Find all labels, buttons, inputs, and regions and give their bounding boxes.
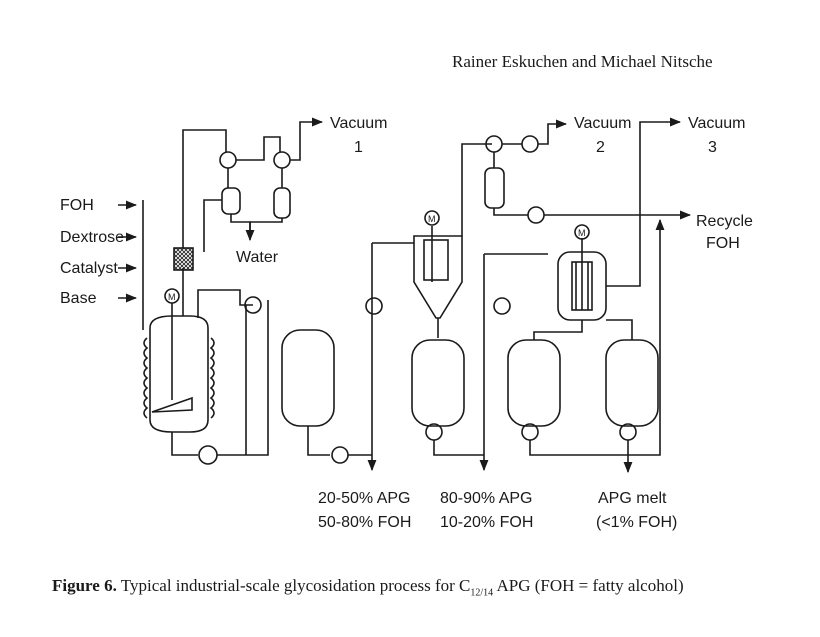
process-flow-diagram: FOH Dextrose Catalyst Base Vacuum 1 Vacu… [60, 115, 753, 531]
pump-1 [198, 445, 218, 465]
storage-tank-1 [281, 329, 335, 427]
running-header-authors: Rainer Eskuchen and Michael Nitsche [452, 52, 713, 71]
input-label-base: Base [60, 290, 97, 307]
water-label: Water [236, 249, 279, 266]
product-3-line1: APG melt [598, 490, 667, 507]
product-2-line2: 10-20% FOH [440, 514, 533, 531]
input-label-catalyst: Catalyst [60, 260, 118, 277]
product-2-line1: 80-90% APG [440, 490, 533, 507]
pump-3 [527, 206, 545, 224]
vacuum-line-2 [538, 119, 568, 145]
heat-exchanger-2 [365, 297, 383, 315]
product-1-line2: 50-80% FOH [318, 514, 411, 531]
recycle-label: Recycle [696, 213, 753, 230]
vacuum-label-3: Vacuum [688, 115, 746, 132]
vacuum-label-1: Vacuum [330, 115, 388, 132]
recycle-foh-label: FOH [706, 235, 740, 252]
figure-caption: Figure 6. Typical industrial-scale glyco… [52, 574, 772, 605]
vacuum-number-3: 3 [708, 139, 717, 156]
storage-tank-2 [411, 339, 465, 427]
vacuum-line-3 [606, 117, 682, 287]
vacuum-line-1 [290, 117, 324, 161]
heat-exchanger-3 [493, 297, 511, 315]
pump-2 [331, 446, 349, 464]
input-label-foh: FOH [60, 197, 94, 214]
caption-text-b: APG (FOH = fatty alcohol) [493, 576, 684, 595]
figure-label: Figure 6. [52, 576, 117, 595]
vacuum-number-1: 1 [354, 139, 363, 156]
product-1-line1: 20-50% APG [318, 490, 411, 507]
vacuum-number-2: 2 [596, 139, 605, 156]
motor-label-3: M [578, 228, 586, 238]
caption-text-a: Typical industrial-scale glycosidation p… [116, 576, 471, 595]
filter [173, 247, 194, 271]
distillate-receiver [273, 187, 291, 219]
product-3-line2: (<1% FOH) [596, 514, 677, 531]
phase-separator [221, 187, 241, 215]
motor-label-2: M [428, 214, 436, 224]
motor-label-1: M [168, 292, 176, 302]
vacuum-label-2: Vacuum [574, 115, 632, 132]
storage-tank-4 [605, 339, 659, 427]
storage-tank-3 [507, 339, 561, 427]
caption-subscript: 12/14 [470, 587, 494, 599]
evaporator-1 [413, 210, 463, 319]
input-label-dextrose: Dextrose [60, 229, 124, 246]
reactor-1 [143, 288, 215, 433]
condensate-receiver [484, 167, 505, 209]
evaporator-2 [557, 224, 607, 321]
